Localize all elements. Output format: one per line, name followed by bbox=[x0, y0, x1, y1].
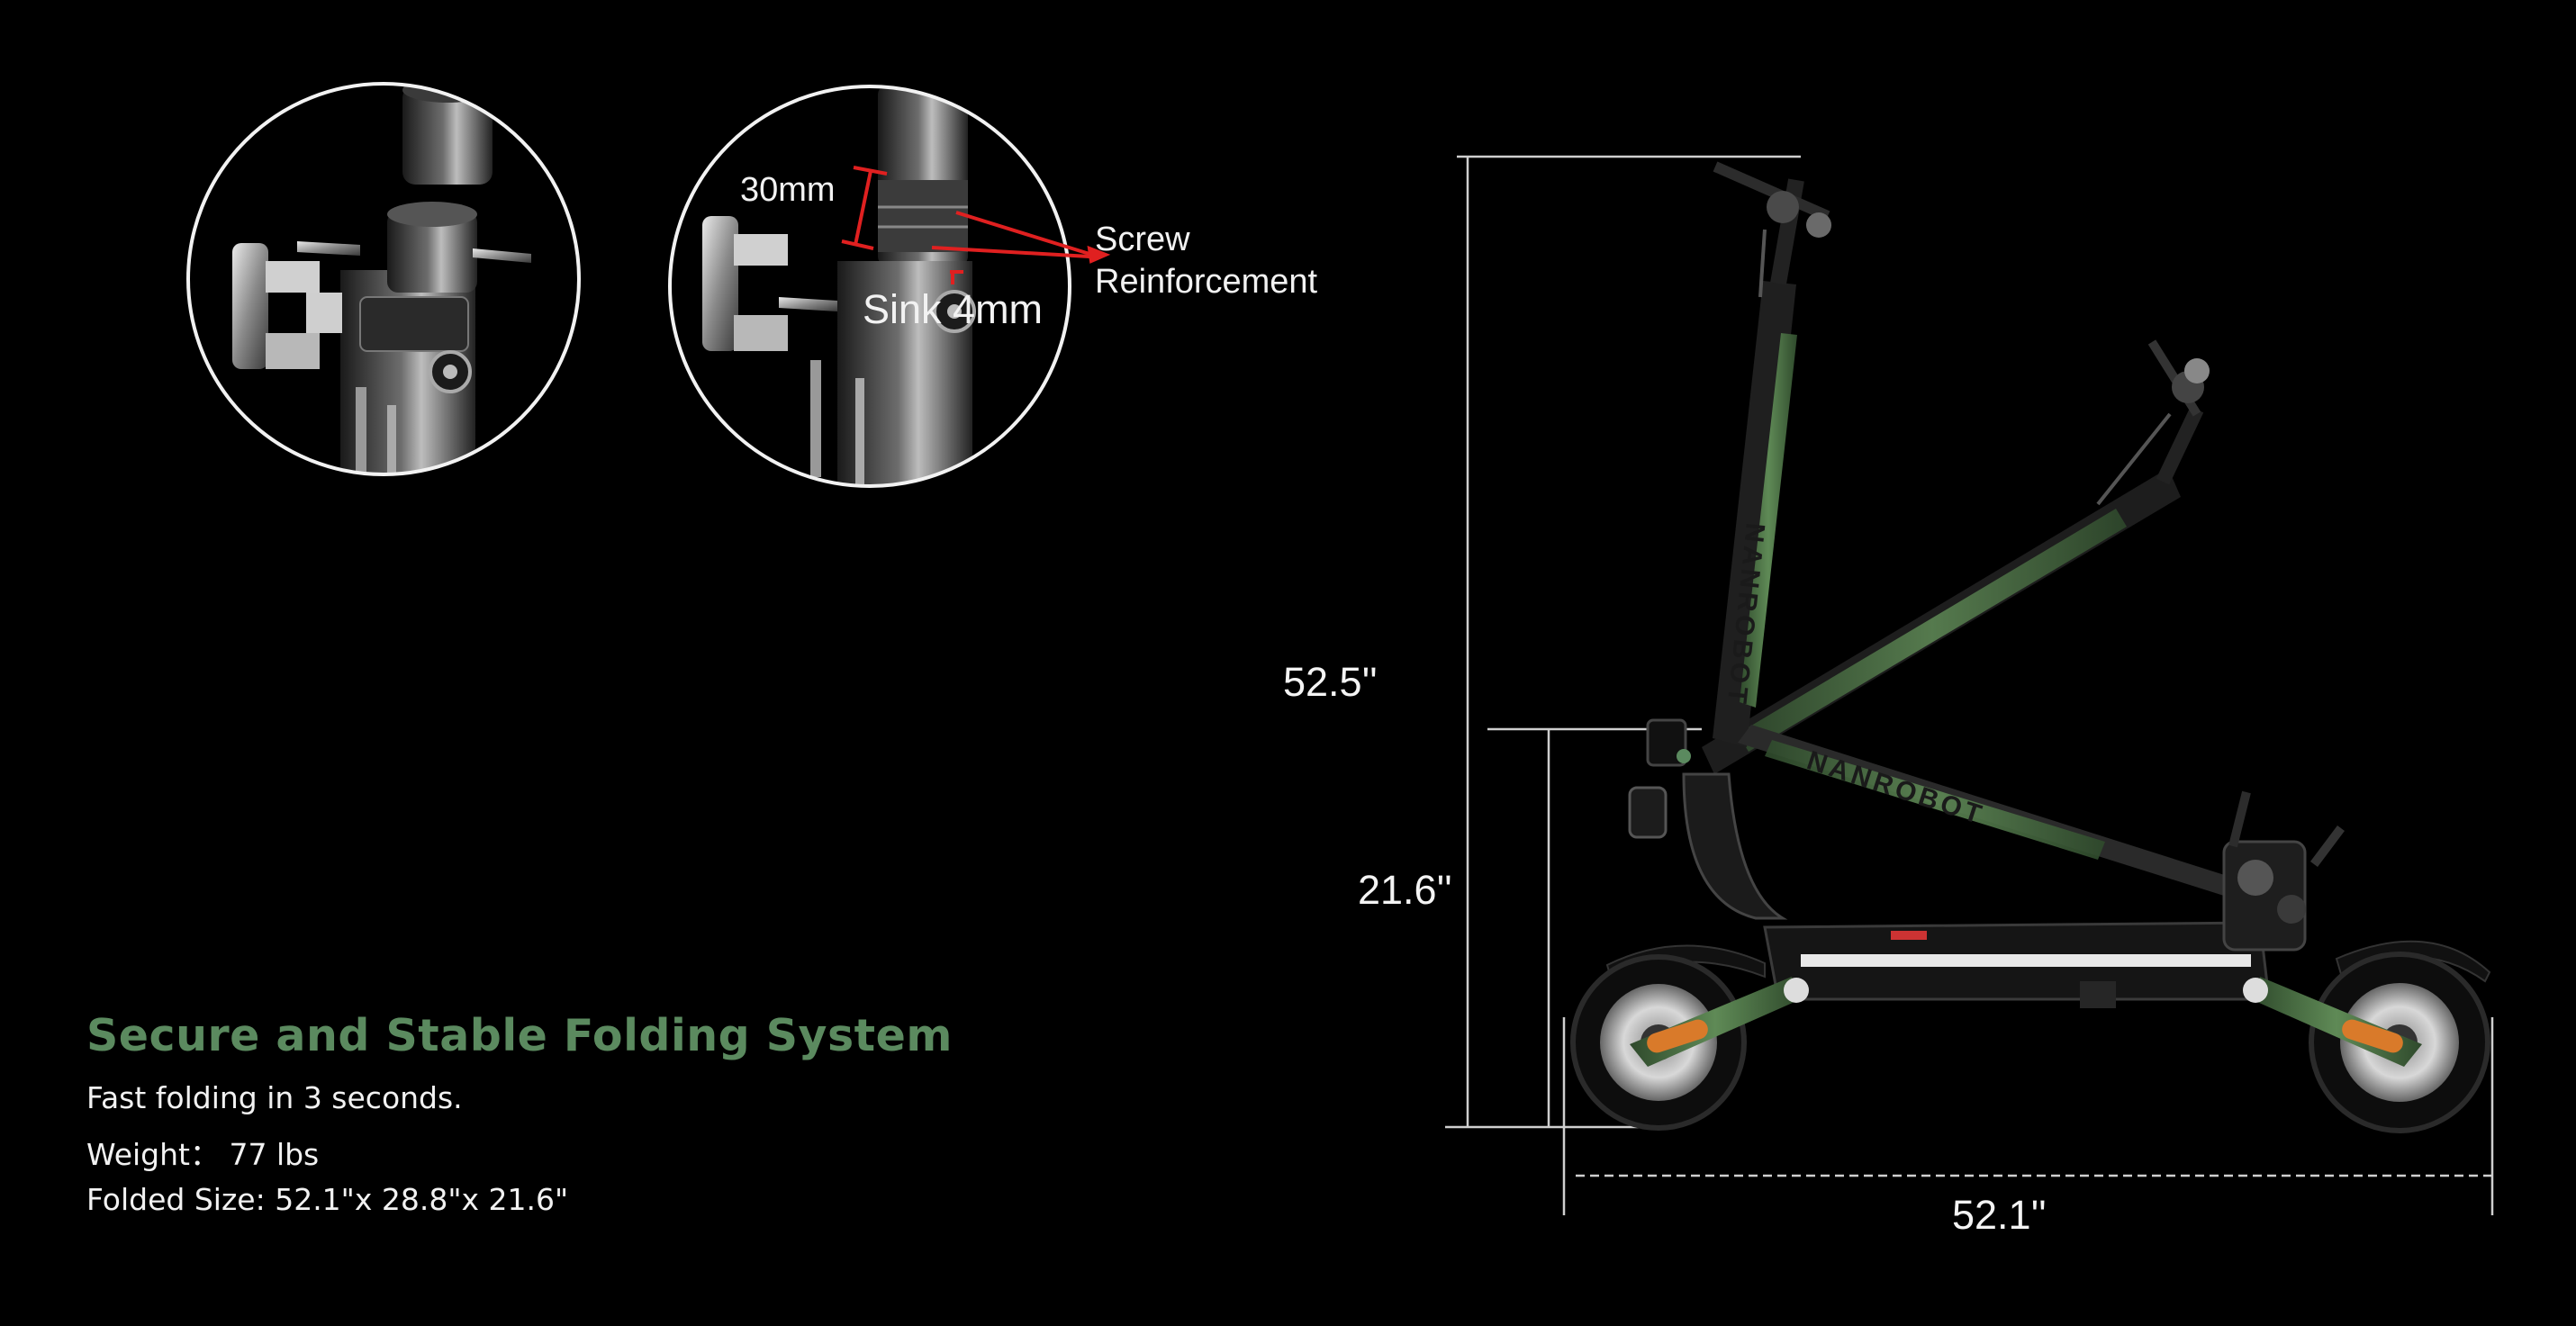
dimension-height-folded: 21.6'' bbox=[1358, 867, 1452, 913]
dimension-height-unfolded: 52.5'' bbox=[1283, 659, 1378, 705]
stem-reinforcement-detail bbox=[668, 85, 1111, 488]
callout-reinforcement: Reinforcement bbox=[1095, 263, 1318, 301]
callout-screw: Screw bbox=[1095, 221, 1190, 258]
stem-exploded-detail bbox=[186, 82, 581, 476]
callout-lines bbox=[841, 166, 1111, 284]
caption-folding-speed: Fast folding in 3 seconds. bbox=[86, 1080, 463, 1115]
scooter: NANROBOT NANROBOT bbox=[1570, 161, 2491, 1133]
callout-30mm: 30mm bbox=[740, 171, 836, 209]
callout-sink-4mm: Sink 4mm bbox=[863, 286, 1044, 332]
frame-brand-text-folded: NANROBOT bbox=[1803, 745, 1988, 831]
caption-folded-size: Folded Size: 52.1"x 28.8"x 21.6" bbox=[86, 1182, 569, 1217]
dimension-lines bbox=[1445, 155, 2494, 1215]
caption-weight: Weight： 77 lbs bbox=[86, 1137, 320, 1172]
dimension-length: 52.1'' bbox=[1952, 1192, 2047, 1238]
caption-title: Secure and Stable Folding System bbox=[86, 1010, 953, 1061]
